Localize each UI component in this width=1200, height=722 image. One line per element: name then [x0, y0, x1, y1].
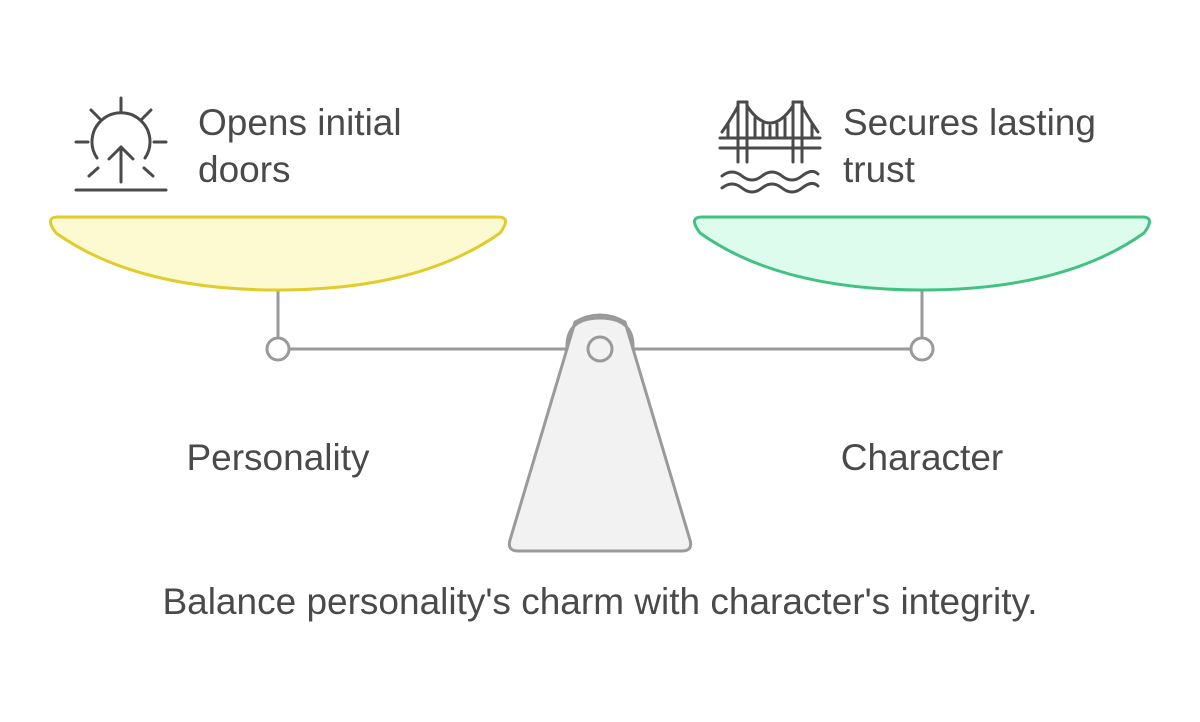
bridge-icon: [718, 100, 822, 194]
right-pan: [693, 215, 1151, 292]
personality-label: Personality: [186, 437, 370, 478]
left-benefit-line2: doors: [198, 149, 291, 190]
left-beam-joint: [265, 336, 291, 362]
right-beam-joint: [909, 336, 935, 362]
left-pan: [49, 215, 507, 292]
left-benefit-line1: Opens initial: [198, 102, 402, 143]
fulcrum-pivot: [586, 335, 614, 363]
sunrise-icon: [74, 96, 168, 192]
caption: Balance personality's charm with charact…: [162, 581, 1037, 622]
fulcrum-top: [565, 316, 635, 351]
right-benefit-line2: trust: [843, 149, 916, 190]
character-label: Character: [841, 437, 1003, 478]
right-benefit-line1: Secures lasting: [843, 102, 1096, 143]
fulcrum: [507, 313, 693, 553]
